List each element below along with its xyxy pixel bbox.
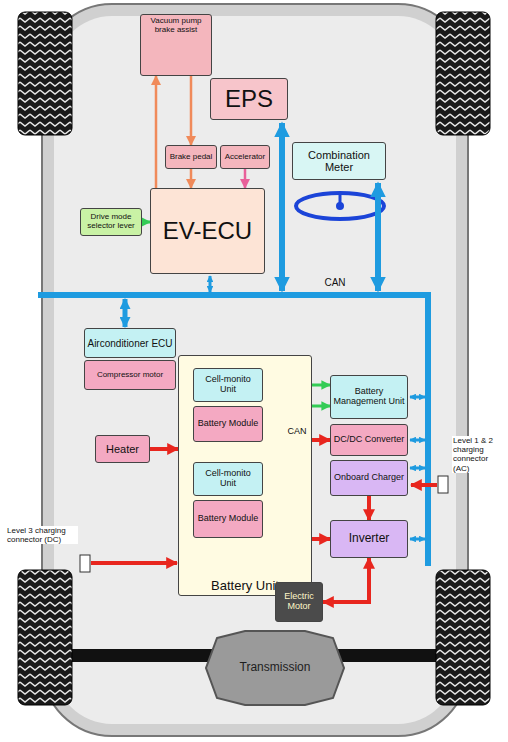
component-label: Electric Motor	[278, 592, 320, 612]
transmission-shape: Transmission	[205, 630, 345, 706]
selector-box: Drive mode selector lever	[80, 208, 142, 236]
pedal-box: Accelerator	[220, 145, 270, 169]
power-line	[312, 537, 330, 541]
component-label: Cell-monito Unit	[196, 375, 260, 395]
front-right-tire	[436, 12, 490, 135]
charger-box: Onboard Charger	[330, 460, 408, 496]
component-label: Battery Unit	[211, 579, 279, 593]
actuator-box: Vacuum pump brake assist	[140, 14, 212, 76]
car-body	[42, 4, 468, 736]
meter-box: Combination Meter	[292, 142, 386, 180]
monitor-box: Cell-monito Unit	[193, 368, 263, 402]
module-box: Battery Module	[193, 406, 263, 442]
rear-left-tire	[18, 570, 72, 705]
pedal-box: Brake pedal	[165, 145, 217, 169]
component-label: EPS	[225, 86, 273, 112]
can-link	[123, 299, 128, 327]
component-label: Brake pedal	[170, 153, 213, 162]
signal-arrow	[190, 169, 193, 188]
connector-label: Level 1 & 2 charging connector (AC)	[452, 436, 506, 473]
component-label: DC/DC Converter	[334, 435, 405, 445]
component-label: Onboard Charger	[334, 473, 404, 483]
can-link	[209, 276, 212, 292]
component-label: Transmission	[240, 661, 311, 674]
component-label: Cell-monito Unit	[196, 469, 260, 489]
component-label: Heater	[106, 443, 139, 455]
can-link	[410, 538, 425, 541]
component-label: Battery Management Unit	[333, 387, 405, 407]
can-link	[410, 396, 425, 399]
can-bus	[38, 295, 428, 566]
motor-box: Electric Motor	[275, 582, 323, 622]
car-floor	[54, 16, 456, 724]
rear-right-tire	[436, 570, 490, 705]
component-label: Battery Module	[198, 419, 259, 429]
monitor-box: Cell-monito Unit	[193, 462, 263, 496]
signal-arrow	[142, 221, 150, 224]
power-line	[367, 496, 371, 520]
power-line	[323, 558, 369, 602]
can-link	[279, 123, 285, 291]
component-label: Compressor motor	[97, 371, 163, 380]
inverter-box: Inverter	[330, 520, 408, 558]
signal-arrow	[190, 76, 193, 145]
component-label: EV-ECU	[163, 218, 252, 244]
steering-hub	[336, 202, 344, 210]
component-label: Combination Meter	[295, 149, 383, 173]
component-label: Airconditioner ECU	[87, 338, 172, 349]
can-link	[410, 467, 425, 470]
can-link	[375, 183, 381, 291]
power-line	[312, 438, 330, 442]
battery-unit-box: Battery UnitCell-monito UnitBattery Modu…	[178, 355, 312, 596]
motor-box: Compressor motor	[84, 360, 176, 390]
component-label: Battery Module	[198, 514, 259, 524]
gearbox-body	[206, 631, 344, 705]
module-box: Battery Module	[193, 500, 263, 538]
ac-connector-symbol	[438, 476, 448, 493]
heater-box: Heater	[95, 435, 150, 463]
steering-wheel	[296, 193, 384, 219]
component-label: Inverter	[349, 532, 390, 545]
control-box: Battery Management Unit	[330, 375, 408, 419]
power-line	[91, 561, 177, 565]
signal-arrow	[155, 76, 158, 188]
power-line	[411, 483, 437, 487]
component-label: Vacuum pump brake assist	[143, 17, 209, 35]
converter-box: DC/DC Converter	[330, 424, 408, 456]
dc-connector-symbol	[80, 555, 90, 572]
power-line	[150, 447, 178, 451]
bus-label: CAN	[283, 426, 311, 436]
control-box: EPS	[210, 78, 288, 120]
connector-label: Level 3 charging connector (DC)	[6, 526, 78, 544]
ecu-box: Airconditioner ECU	[84, 328, 176, 358]
front-left-tire	[18, 12, 72, 135]
signal-arrow	[244, 169, 247, 188]
component-label: Drive mode selector lever	[83, 213, 139, 231]
component-label: Accelerator	[225, 153, 265, 162]
can-link	[410, 439, 425, 442]
bus-label: CAN	[318, 277, 352, 289]
ecu-box: EV-ECU	[150, 188, 265, 274]
